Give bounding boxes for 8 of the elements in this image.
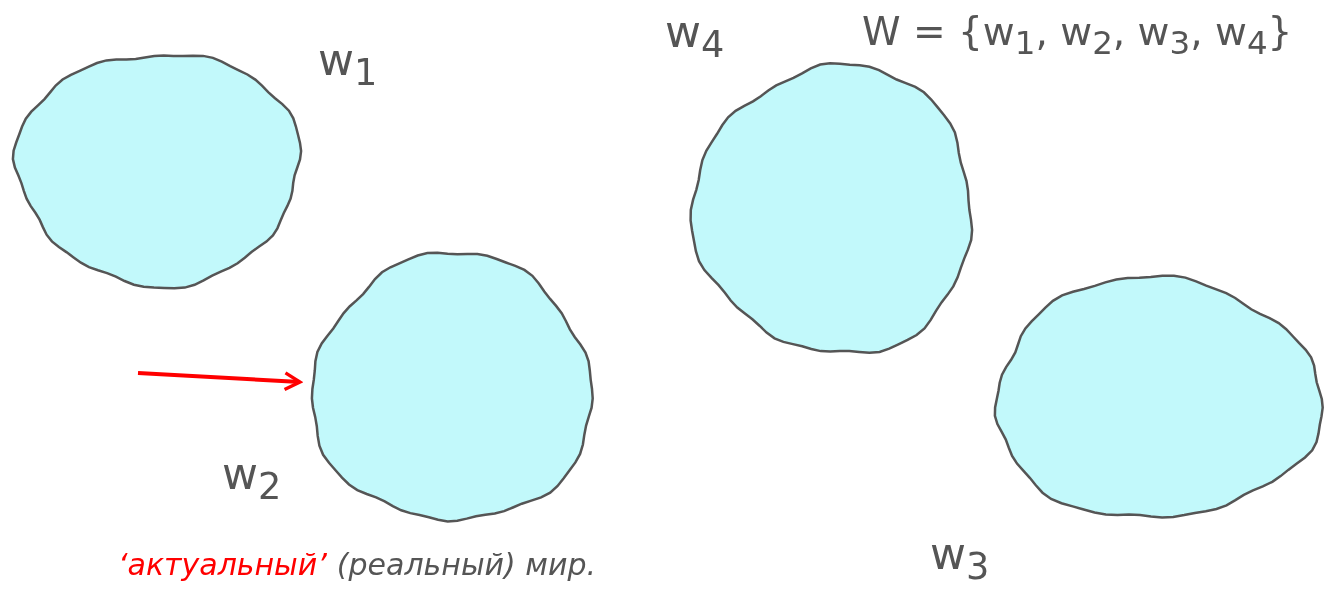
world-label: w$_{2}$ [222,452,282,506]
arrow [137,371,302,392]
world-set-formula: W = {w$_{1}$, w$_{2}$, w$_{3}$, w$_{4}$} [862,12,1293,60]
world-label: w$_{1}$ [318,38,378,92]
caption-text: (реальный) мир. [336,550,597,580]
world-label: w$_{4}$ [665,10,725,64]
world-label: w$_{3}$ [930,532,990,586]
caption-text: ‘актуальный’ [118,550,327,580]
